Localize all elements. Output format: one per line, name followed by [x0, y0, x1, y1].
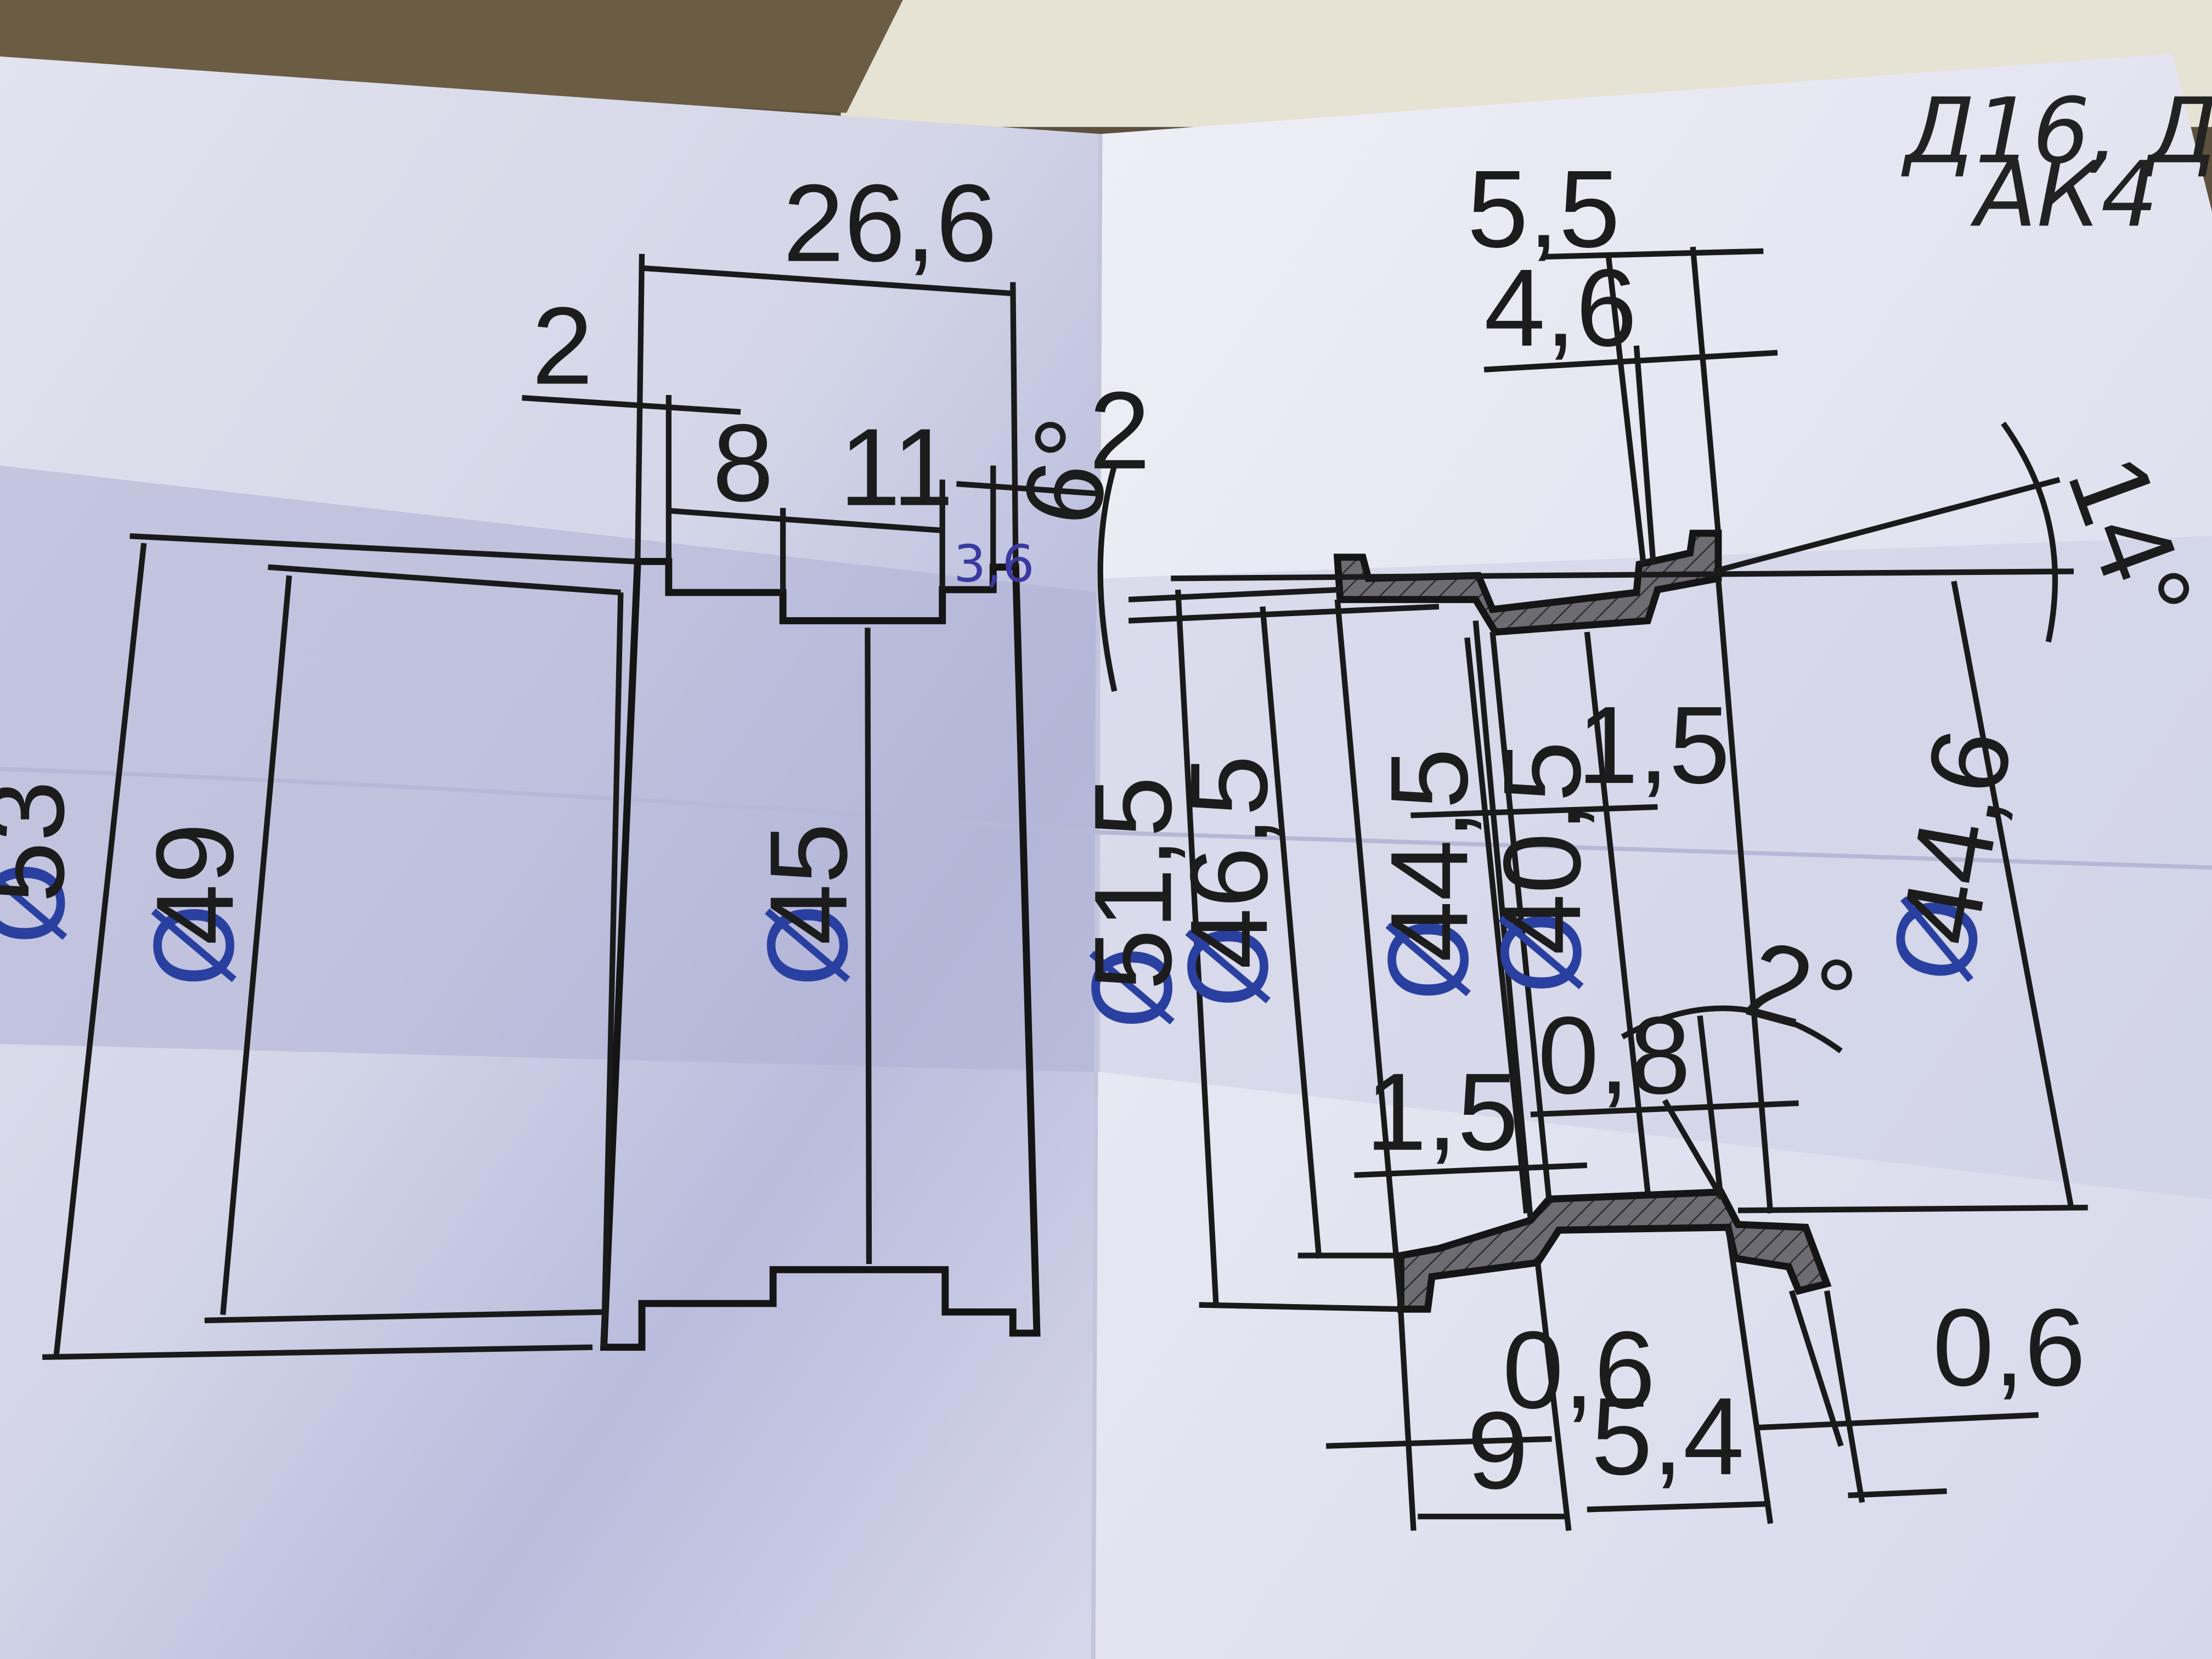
- svg-text:44,5: 44,5: [1367, 748, 1491, 962]
- svg-text:Ø: Ø: [1368, 917, 1493, 1002]
- left-dim-groove-offset: 8: [713, 401, 774, 524]
- right-dim-top-inner: 4,6: [1484, 246, 1637, 369]
- left-diameter-groove: Ø 45: [747, 823, 872, 988]
- right-dim-right-flange: 0,6: [1933, 1285, 2086, 1409]
- right-dim-bottom-left: 9: [1467, 1389, 1528, 1512]
- right-diameter-2: Ø 46,5: [1167, 755, 1293, 1008]
- svg-text:40,5: 40,5: [1480, 741, 1604, 955]
- handwritten-note-line2: АК4: [1970, 142, 2158, 247]
- svg-text:53: 53: [0, 781, 87, 903]
- svg-text:Ø: Ø: [748, 903, 872, 988]
- right-dim-step: 1,5: [1365, 1050, 1519, 1173]
- handwritten-note-line1: Д16, Д16Т: [1900, 78, 2212, 184]
- svg-text:Ø: Ø: [1072, 945, 1197, 1030]
- left-dim-chamfer-angle: 6°: [998, 409, 1138, 534]
- lower-profile-section: [1397, 1188, 1832, 1313]
- left-part-drawing: [42, 253, 1101, 1360]
- left-dim-right-step: 2: [1089, 369, 1150, 492]
- svg-text:Ø: Ø: [1481, 910, 1606, 995]
- right-dim-left-flange: 0,6: [1503, 1308, 1656, 1431]
- svg-text:46,5: 46,5: [1167, 755, 1290, 969]
- svg-text:49: 49: [133, 823, 256, 945]
- svg-text:Ø: Ø: [1168, 924, 1293, 1009]
- svg-text:Ø: Ø: [134, 903, 258, 988]
- right-dim-chamfer: 0,8: [1538, 994, 1691, 1117]
- paper-fold-vertical: [1091, 134, 1103, 1659]
- left-dim-step-width: 2: [532, 284, 593, 407]
- right-diameter-3: Ø 44,5: [1367, 748, 1493, 1001]
- left-dim-small-note: 3,6: [953, 534, 1034, 593]
- left-diameter-inner: Ø 49: [133, 823, 258, 988]
- paper-fold-horizontal: [0, 766, 2212, 870]
- left-dim-groove-width: 11: [839, 405, 953, 529]
- right-diameter-1: Ø 51,5: [1071, 776, 1197, 1030]
- right-dim-bottom-right: 5,4: [1592, 1374, 1745, 1498]
- right-diameter-4: Ø 40,5: [1480, 741, 1606, 994]
- right-part-drawing: [1097, 246, 2088, 1531]
- right-dim-wall: 1,5: [1577, 683, 1730, 806]
- svg-text:51,5: 51,5: [1071, 776, 1194, 990]
- svg-text:45: 45: [747, 823, 870, 945]
- left-diameter-outer: Ø 53: [0, 781, 89, 945]
- svg-text:Ø: Ø: [0, 861, 89, 945]
- left-dim-overall-width: 26,6: [783, 161, 997, 285]
- right-dim-top-width: 5,5: [1467, 147, 1620, 270]
- left-part-outline: [600, 558, 1041, 1351]
